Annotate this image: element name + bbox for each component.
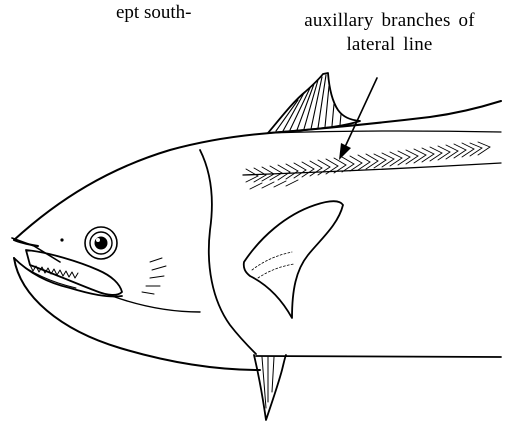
dorsal-fin [268, 73, 360, 133]
lateral-line-branches [243, 142, 501, 189]
back-inner-line [268, 131, 501, 133]
belly-line [256, 356, 501, 357]
pectoral-fin [244, 201, 343, 318]
pelvic-fin [254, 355, 286, 420]
head [12, 150, 260, 370]
callout-arrow [339, 78, 377, 160]
eye [85, 227, 117, 259]
